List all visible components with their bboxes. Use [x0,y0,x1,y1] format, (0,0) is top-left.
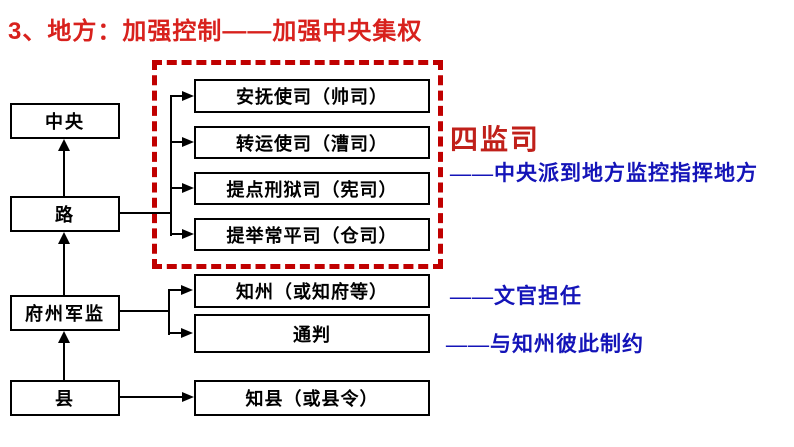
connector-branch-anfushisi [170,95,184,97]
note-civil-official: ——文官担任 [450,284,582,308]
box-central: 中央 [10,103,120,139]
box-county-label: 县 [55,389,75,409]
box-tijuchangpingsi: 提举常平司（仓司） [194,218,430,251]
box-zhizhou: 知州（或知府等） [194,274,430,308]
arrow-up-icon [58,139,70,151]
box-prefecture-label: 府州军监 [25,304,105,324]
connector-county-to-prefecture [63,341,65,380]
box-tidianxingyusi: 提点刑狱司（宪司） [194,172,430,205]
connector-prefecture-to-circuit [63,242,65,295]
connector-prefecture-branch-stem [120,310,170,312]
arrow-right-icon [182,137,194,147]
box-zhuanyunshisi: 转运使司（漕司） [194,126,430,159]
connector-prefecture-branch-spine [168,289,170,335]
box-tongpan: 通判 [194,314,430,353]
box-anfushisi: 安抚使司（帅司） [194,79,430,113]
box-zhizhou-label: 知州（或知府等） [236,282,388,302]
connector-branch-tijuchangpingsi [170,233,184,235]
connector-circuit-to-central [63,149,65,196]
supervisors-dashed-frame [152,60,443,269]
arrow-right-icon [182,392,194,402]
arrow-up-icon [58,232,70,244]
arrow-up-icon [58,331,70,343]
page-title: 3、地方：加强控制——加强中央集权 [8,18,423,45]
box-county: 县 [10,380,120,416]
connector-branch-zhuanyunshisi [170,141,184,143]
note-mutual-restraint: ——与知州彼此制约 [446,332,644,356]
box-zhuanyunshisi-label: 转运使司（漕司） [236,133,388,154]
arrow-right-icon [182,229,194,239]
box-tongpan-label: 通判 [293,324,331,345]
note-four-supervisors-desc: ——中央派到地方监控指挥地方 [450,161,758,185]
box-zhixian: 知县（或县令） [194,380,430,416]
connector-county-to-zhixian [120,396,184,398]
box-circuit: 路 [10,196,120,232]
label-four-supervisors: 四监司 [450,125,541,156]
connector-branch-tidianxingyusi [170,187,184,189]
box-central-label: 中央 [45,112,85,132]
arrow-right-icon [182,183,194,193]
connector-circuit-branch-spine [170,95,172,236]
arrow-right-icon [182,91,194,101]
arrow-right-icon [181,285,193,295]
box-anfushisi-label: 安抚使司（帅司） [236,87,388,107]
connector-circuit-branch-stem [120,212,172,214]
connector-branch-zhizhou [168,289,182,291]
box-tijuchangpingsi-label: 提举常平司（仓司） [226,225,398,246]
arrow-right-icon [181,328,193,338]
box-prefecture: 府州军监 [10,295,120,331]
box-tidianxingyusi-label: 提点刑狱司（宪司） [226,179,398,200]
box-zhixian-label: 知县（或县令） [245,389,379,409]
box-circuit-label: 路 [55,205,75,225]
connector-branch-tongpan [168,332,182,334]
